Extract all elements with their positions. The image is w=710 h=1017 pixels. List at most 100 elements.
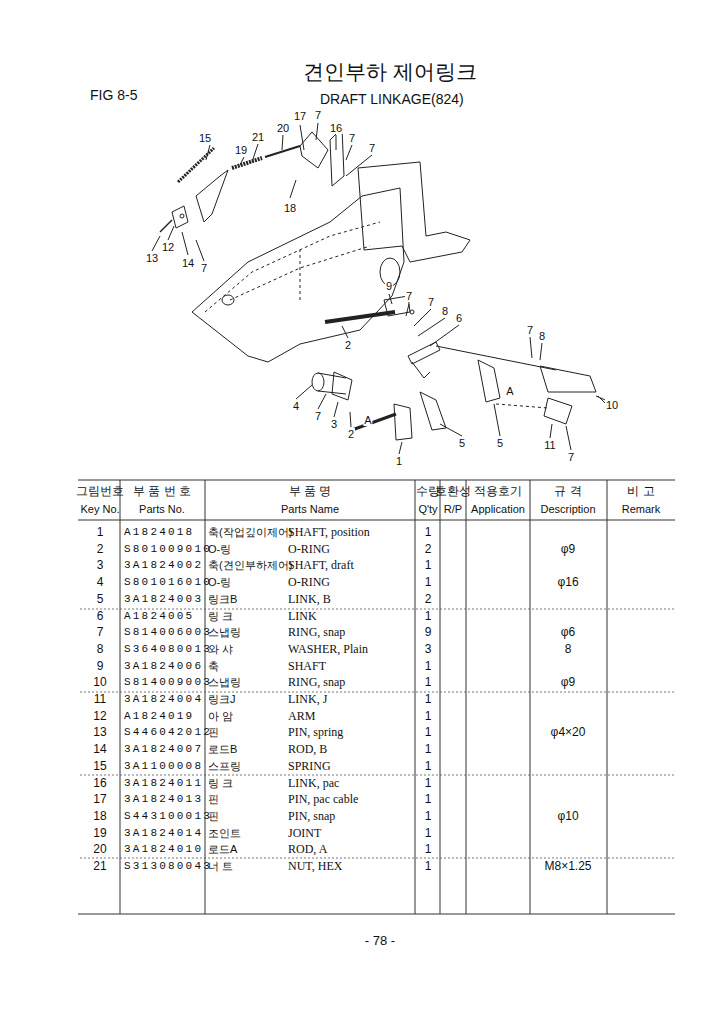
part-name: PIN, snap bbox=[288, 810, 335, 823]
key-number: 6 bbox=[97, 610, 104, 623]
header-cell: Application bbox=[471, 503, 525, 515]
callout-number: A bbox=[363, 414, 372, 426]
callout-number: 4 bbox=[292, 400, 300, 412]
callout-number: 7 bbox=[427, 296, 435, 308]
quantity: 1 bbox=[425, 810, 432, 823]
callout-number: 13 bbox=[145, 252, 159, 264]
subtitle: DRAFT LINKAGE(824) bbox=[320, 92, 464, 107]
quantity: 1 bbox=[425, 610, 432, 623]
quantity: 3 bbox=[425, 643, 432, 656]
part-number: 3A1824007 bbox=[124, 743, 203, 755]
callout-number: 9 bbox=[385, 280, 393, 292]
callout-number: 5 bbox=[458, 437, 466, 449]
callout-number: 7 bbox=[314, 109, 322, 121]
key-number: 2 bbox=[97, 543, 104, 556]
quantity: 1 bbox=[425, 777, 432, 790]
page-number: - 78 - bbox=[365, 934, 395, 948]
description: φ9 bbox=[561, 676, 575, 689]
part-name: PIN, pac cable bbox=[288, 793, 358, 806]
description: φ16 bbox=[557, 576, 578, 589]
callout-number: 7 bbox=[348, 132, 356, 144]
callout-number: 7 bbox=[405, 290, 413, 302]
part-name: ARM bbox=[288, 710, 315, 723]
part-number: A1824005 bbox=[124, 610, 194, 622]
part-name: JOINT bbox=[288, 827, 321, 840]
header-cell: 부 품 번 호 bbox=[133, 485, 191, 498]
part-name: SHAFT, position bbox=[288, 526, 370, 539]
quantity: 1 bbox=[425, 660, 432, 673]
key-number: 18 bbox=[93, 810, 106, 823]
callout-number: 6 bbox=[455, 312, 463, 324]
description: φ10 bbox=[557, 810, 578, 823]
callout-number: 5 bbox=[496, 437, 504, 449]
quantity: 1 bbox=[425, 743, 432, 756]
key-number: 10 bbox=[93, 676, 106, 689]
part-number: 3A1824014 bbox=[124, 827, 203, 839]
description: 8 bbox=[565, 643, 572, 656]
part-name: RING, snap bbox=[288, 676, 345, 689]
part-name: SHAFT bbox=[288, 660, 326, 673]
header-cell: Parts Name bbox=[281, 503, 339, 515]
key-number: 7 bbox=[97, 626, 104, 639]
part-number: S801016010 bbox=[124, 576, 212, 588]
part-number: S814006003 bbox=[124, 626, 212, 638]
part-number: S313080043 bbox=[124, 860, 212, 872]
callout-number: 18 bbox=[283, 202, 297, 214]
callout-number: 1 bbox=[395, 455, 403, 467]
key-number: 13 bbox=[93, 726, 106, 739]
part-name-korean: 스냅링 bbox=[208, 676, 241, 688]
header-cell: 그림번호 bbox=[76, 485, 124, 498]
header-cell: 부 품 명 bbox=[289, 485, 332, 498]
part-name-korean: 링크J bbox=[208, 693, 236, 705]
description: φ4×20 bbox=[551, 726, 586, 739]
quantity: 9 bbox=[425, 626, 432, 639]
callout-number: 7 bbox=[368, 142, 376, 154]
key-number: 20 bbox=[93, 843, 106, 856]
part-number: 3A1824004 bbox=[124, 693, 203, 705]
part-number: S814009003 bbox=[124, 676, 212, 688]
key-number: 14 bbox=[93, 743, 106, 756]
quantity: 1 bbox=[425, 559, 432, 572]
part-number: 3A1824010 bbox=[124, 843, 203, 855]
part-name-korean: 핀 bbox=[208, 810, 219, 822]
callout-number: A bbox=[505, 385, 514, 397]
part-number: 3A1824003 bbox=[124, 593, 203, 605]
callout-number: 19 bbox=[234, 144, 248, 156]
callout-number: 11 bbox=[543, 439, 556, 451]
quantity: 1 bbox=[425, 710, 432, 723]
quantity: 1 bbox=[425, 760, 432, 773]
callout-number: 8 bbox=[441, 305, 449, 317]
part-name: SHAFT, draft bbox=[288, 559, 354, 572]
part-name-korean: 조인트 bbox=[208, 827, 241, 839]
part-name: LINK bbox=[288, 610, 317, 623]
quantity: 1 bbox=[425, 843, 432, 856]
key-number: 17 bbox=[93, 793, 106, 806]
callout-number: 17 bbox=[293, 110, 307, 122]
callout-number: 8 bbox=[538, 330, 546, 342]
key-number: 5 bbox=[97, 593, 104, 606]
key-number: 1 bbox=[97, 526, 104, 539]
part-number: S443100013 bbox=[124, 810, 212, 822]
part-name-korean: O-링 bbox=[208, 543, 231, 555]
callout-number: 3 bbox=[330, 418, 338, 430]
key-number: 15 bbox=[93, 760, 106, 773]
part-name: WASHER, Plain bbox=[288, 643, 368, 656]
part-name-korean: 링 크 bbox=[208, 610, 233, 622]
part-name: SPRING bbox=[288, 760, 331, 773]
part-number: S364080013 bbox=[124, 643, 212, 655]
part-name-korean: 로드A bbox=[208, 843, 237, 855]
part-number: 3A1824011 bbox=[124, 777, 203, 789]
header-cell: R/P bbox=[444, 503, 462, 515]
key-number: 8 bbox=[97, 643, 104, 656]
header-cell: Remark bbox=[622, 503, 661, 515]
key-number: 9 bbox=[97, 660, 104, 673]
figure-number: FIG 8-5 bbox=[90, 88, 137, 103]
part-name-korean: 축 bbox=[208, 660, 219, 672]
header-cell: 호환성 bbox=[435, 485, 471, 498]
quantity: 2 bbox=[425, 593, 432, 606]
part-name: O-RING bbox=[288, 576, 330, 589]
part-name: ROD, B bbox=[288, 743, 327, 756]
part-name-korean: 로드B bbox=[208, 743, 237, 755]
description: φ9 bbox=[561, 543, 575, 556]
part-number: S801009010 bbox=[124, 543, 212, 555]
